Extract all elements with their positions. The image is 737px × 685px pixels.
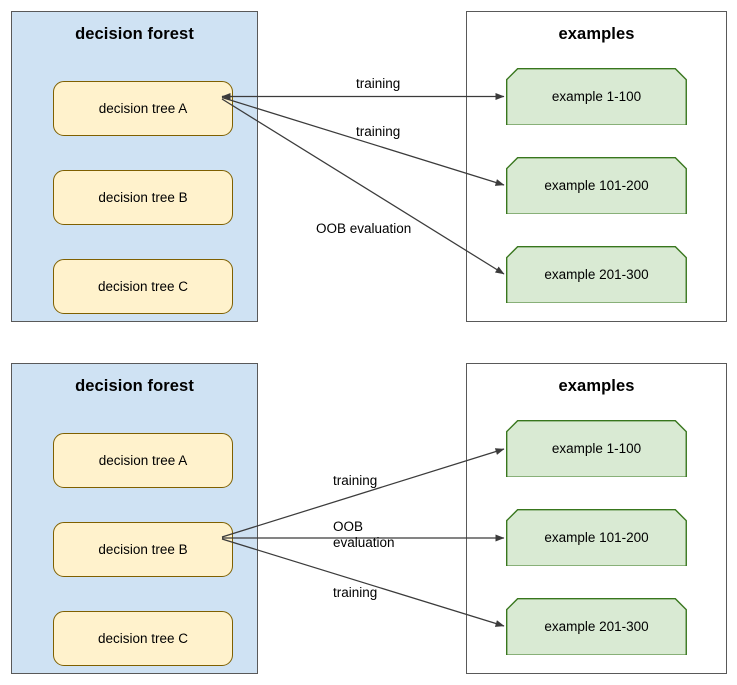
example-101-200-label-top: example 101-200 xyxy=(544,178,649,193)
decision-tree-b-box-top[interactable]: decision tree B xyxy=(53,170,233,225)
decision-tree-b-box-bottom[interactable]: decision tree B xyxy=(53,522,233,577)
decision-forest-panel-top: decision forest decision tree A decision… xyxy=(11,11,258,322)
decision-forest-title-top: decision forest xyxy=(75,25,194,43)
decision-forest-title-bottom: decision forest xyxy=(75,377,194,395)
decision-tree-c-box-bottom[interactable]: decision tree C xyxy=(53,611,233,666)
example-101-200-box-top[interactable]: example 101-200 xyxy=(506,157,687,214)
example-1-100-label-bottom: example 1-100 xyxy=(551,441,642,456)
example-1-100-label-top: example 1-100 xyxy=(551,89,642,104)
edge-label-oob-evaluation-bottom: OOB evaluation xyxy=(333,519,395,550)
example-1-100-box-bottom[interactable]: example 1-100 xyxy=(506,420,687,477)
diagram-bottom: decision forest decision tree A decision… xyxy=(0,352,737,674)
example-101-200-label-bottom: example 101-200 xyxy=(544,530,649,545)
example-201-300-box-top[interactable]: example 201-300 xyxy=(506,246,687,303)
example-1-100-box-top[interactable]: example 1-100 xyxy=(506,68,687,125)
edge-label-training-1-top: training xyxy=(356,76,401,91)
examples-title-top: examples xyxy=(558,25,635,43)
decision-tree-a-box-bottom[interactable]: decision tree A xyxy=(53,433,233,488)
edge-label-training-2-top: training xyxy=(356,124,401,139)
decision-tree-c-box-top[interactable]: decision tree C xyxy=(53,259,233,314)
edge-label-training-2-bottom: training xyxy=(333,585,378,600)
examples-title-bottom: examples xyxy=(558,377,635,395)
example-201-300-label-bottom: example 201-300 xyxy=(544,619,649,634)
example-201-300-box-bottom[interactable]: example 201-300 xyxy=(506,598,687,655)
decision-tree-a-box-top[interactable]: decision tree A xyxy=(53,81,233,136)
decision-forest-panel-bottom: decision forest decision tree A decision… xyxy=(11,363,258,674)
example-101-200-box-bottom[interactable]: example 101-200 xyxy=(506,509,687,566)
edge-label-oob-evaluation-top: OOB evaluation xyxy=(316,221,412,236)
edge-label-training-1-bottom: training xyxy=(333,473,378,488)
example-201-300-label-top: example 201-300 xyxy=(544,267,649,282)
diagram-top: decision forest decision tree A decision… xyxy=(0,0,737,322)
